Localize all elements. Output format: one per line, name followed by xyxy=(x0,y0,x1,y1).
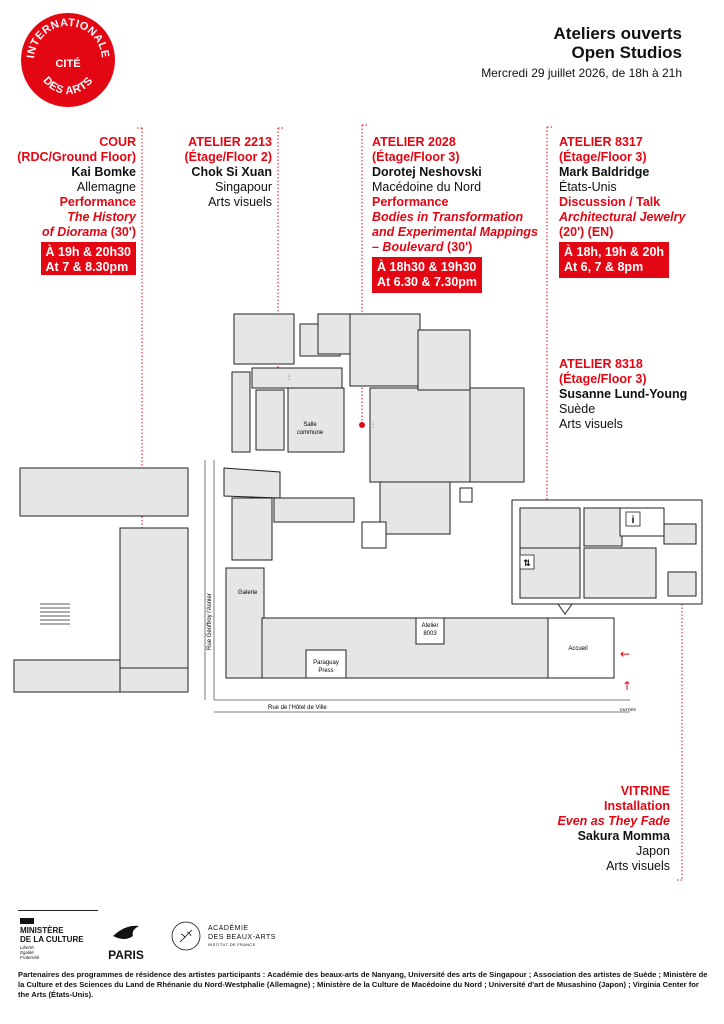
atelier2028-work-line2: and Experimental Mappings xyxy=(372,225,539,239)
atelier2028-duration: (30') xyxy=(447,240,473,254)
ministere-logo: MINISTÈRE DE LA CULTURE Liberté Égalité … xyxy=(20,918,90,960)
map-label-rue-geoffroy: Rue Geoffroy l'Asnier xyxy=(207,593,213,650)
vitrine-block: VITRINE Installation Even as They Fade S… xyxy=(470,784,670,874)
atelier8318-discipline: Arts visuels xyxy=(559,417,623,431)
vitrine-type: Installation xyxy=(604,799,670,813)
cite-logo: INTERNATIONALE CITÉ DES ARTS xyxy=(20,12,116,108)
atelier8317-name: ATELIER 8317 xyxy=(559,135,643,149)
cour-name: COUR xyxy=(99,135,136,149)
stairs-icon: ⫶ xyxy=(372,421,374,430)
partners-text: Partenaires des programmes de résidence … xyxy=(18,970,708,999)
atelier2213-floor: (Étage/Floor 2) xyxy=(184,150,272,164)
atelier2028-time-fr: À 18h30 & 19h30 xyxy=(377,260,477,274)
atelier8318-artist: Susanne Lund-Young xyxy=(559,387,688,401)
cour-floor: (RDC/Ground Floor) xyxy=(17,150,136,164)
map-label-rue-hotel: Rue de l'Hôtel de Ville xyxy=(268,705,327,711)
cour-country: Allemagne xyxy=(76,180,136,194)
svg-text:⇅: ⇅ xyxy=(523,559,531,569)
cour-type: Performance xyxy=(59,195,136,209)
map-label-atelier8003-2: 8003 xyxy=(423,631,437,637)
atelier8317-floor: (Étage/Floor 3) xyxy=(559,150,647,164)
logo-text-bottom: DES ARTS xyxy=(40,75,95,97)
info-icon-glyph: i xyxy=(632,515,635,526)
map-label-salle-2: commune xyxy=(297,430,324,436)
map-label-accueil: Accueil xyxy=(568,646,587,652)
atelier8318-block: ATELIER 8318 (Étage/Floor 3) Susanne Lun… xyxy=(559,357,719,432)
cour-duration: (30') xyxy=(110,225,136,239)
paris-boat-icon xyxy=(113,925,139,939)
stairs-icon: ⫶ xyxy=(288,373,290,382)
atelier2213-block: ATELIER 2213 (Étage/Floor 2) Chok Si Xua… xyxy=(142,135,272,210)
map-label-galerie: Galerie xyxy=(238,590,258,596)
academie-emblem-icon xyxy=(171,921,201,951)
atelier8317-time-fr: À 18h, 19h & 20h xyxy=(564,245,665,259)
cour-time-fr: À 19h & 20h30 xyxy=(45,245,131,259)
building-left-bottom xyxy=(13,659,121,693)
atelier2028-artist: Dorotej Neshovski xyxy=(372,165,482,179)
cour-work-line2: of Diorama xyxy=(42,225,108,239)
atelier2028-work-line1: Bodies in Transformation xyxy=(372,210,524,224)
map-label-entree: ENTRÉE xyxy=(620,707,637,712)
vitrine-artist: Sakura Momma xyxy=(577,829,670,843)
atelier2028-floor: (Étage/Floor 3) xyxy=(372,150,460,164)
vitrine-country: Japon xyxy=(635,844,670,858)
map-label-atelier8003-1: Atelier xyxy=(421,623,438,629)
atelier2213-discipline: Arts visuels xyxy=(208,195,272,209)
vitrine-name: VITRINE xyxy=(620,784,670,798)
map-label-salle-1: Salle xyxy=(303,422,317,428)
atelier2028-name: ATELIER 2028 xyxy=(372,135,456,149)
atelier8318-country: Suède xyxy=(559,402,596,416)
cour-time-en: At 7 & 8.30pm xyxy=(45,260,129,274)
logo-text-middle: CITÉ xyxy=(55,57,80,70)
event-date: Mercredi 29 juillet 2026, de 18h à 21h xyxy=(481,66,682,80)
atelier8317-country: États-Unis xyxy=(559,180,617,194)
vitrine-work: Even as They Fade xyxy=(557,814,670,828)
page-title: Ateliers ouverts xyxy=(553,24,683,43)
atelier2028-country: Macédoine du Nord xyxy=(372,180,482,194)
svg-text:DES ARTS: DES ARTS xyxy=(40,75,95,97)
info-icon xyxy=(625,511,641,527)
page-subtitle: Open Studios xyxy=(571,43,683,62)
atelier8317-time-en: At 6, 7 & 8pm xyxy=(564,260,644,274)
atelier8317-block: ATELIER 8317 (Étage/Floor 3) Mark Baldri… xyxy=(559,135,719,278)
elevator-icon xyxy=(519,554,535,570)
building-left-right xyxy=(119,527,189,669)
atelier2028-time-en: At 6.30 & 7.30pm xyxy=(377,275,478,289)
atelier2213-country: Singapour xyxy=(215,180,272,194)
atelier8317-type: Discussion / Talk xyxy=(559,195,661,209)
building-left-top xyxy=(19,467,189,517)
page-header: Ateliers ouverts Open Studios Mercredi 2… xyxy=(481,24,682,81)
vitrine-discipline: Arts visuels xyxy=(606,859,670,873)
map-label-paraguay-1: Paraguay xyxy=(313,660,339,666)
atelier8317-artist: Mark Baldridge xyxy=(559,165,650,179)
cour-artist: Kai Bomke xyxy=(71,165,136,179)
atelier2028-block: ATELIER 2028 (Étage/Floor 3) Dorotej Nes… xyxy=(372,135,542,293)
floor-plan: i ⇅ ⫶ ⫶ ← ↑ Salle commune Galerie Atelie… xyxy=(13,313,703,713)
atelier2213-artist: Chok Si Xuan xyxy=(191,165,272,179)
atelier8317-work: Architectural Jewelry xyxy=(559,210,686,224)
atelier8318-name: ATELIER 8318 xyxy=(559,357,643,371)
atelier2028-work-line3: – Boulevard xyxy=(372,240,444,254)
cour-block: COUR (RDC/Ground Floor) Kai Bomke Allema… xyxy=(6,135,136,276)
paris-logo: PARIS xyxy=(102,922,150,961)
entrance-arrow-icon: ↑ xyxy=(622,679,632,693)
footer-divider xyxy=(18,910,98,911)
atelier2028-marker xyxy=(359,422,365,428)
atelier8317-duration: (20') (EN) xyxy=(559,225,614,239)
atelier8318-floor: (Étage/Floor 3) xyxy=(559,372,647,386)
academie-logo: ACADÉMIE DES BEAUX-ARTS INSTITUT DE FRAN… xyxy=(170,920,310,952)
atelier2213-name: ATELIER 2213 xyxy=(188,135,272,149)
cour-work-line1: The History xyxy=(67,210,136,224)
entrance-arrow-icon: ← xyxy=(620,647,630,661)
atelier2028-type: Performance xyxy=(372,195,449,209)
map-label-paraguay-2: Press xyxy=(318,668,333,674)
